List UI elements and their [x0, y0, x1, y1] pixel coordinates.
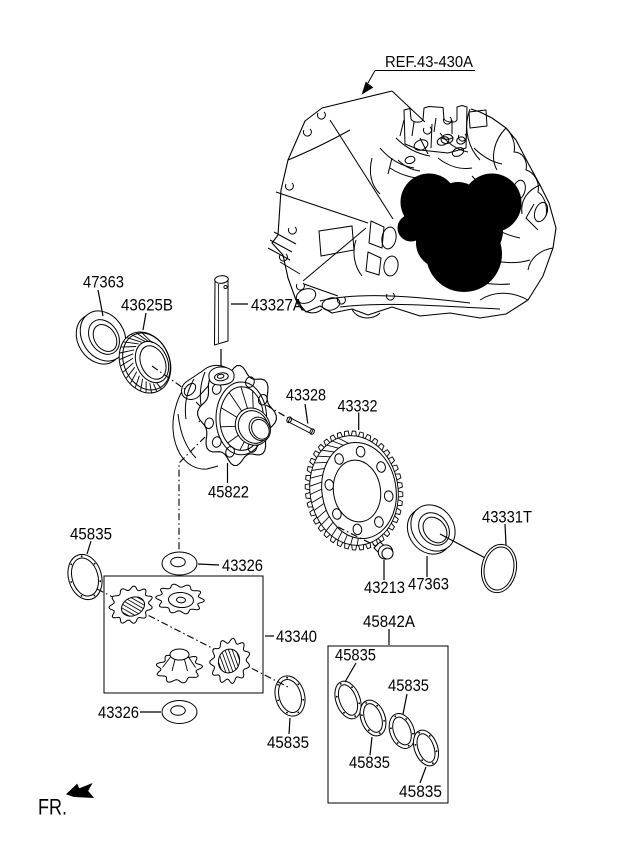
- svg-text:43332: 43332: [338, 397, 378, 416]
- svg-text:45835: 45835: [335, 646, 376, 665]
- svg-text:43340: 43340: [276, 627, 317, 646]
- svg-text:43326: 43326: [222, 556, 263, 575]
- svg-text:45842A: 45842A: [363, 612, 416, 631]
- svg-text:47363: 47363: [83, 273, 124, 292]
- svg-text:43331T: 43331T: [482, 508, 532, 527]
- svg-text:45835: 45835: [388, 676, 429, 695]
- svg-text:47363: 47363: [408, 575, 449, 594]
- svg-text:45835: 45835: [267, 733, 309, 752]
- svg-text:43213: 43213: [364, 578, 405, 597]
- svg-text:45835: 45835: [399, 782, 442, 801]
- svg-text:43327A: 43327A: [251, 296, 304, 315]
- svg-text:45835: 45835: [349, 753, 390, 772]
- svg-text:REF.43-430A: REF.43-430A: [385, 54, 474, 71]
- svg-text:45835: 45835: [70, 525, 112, 544]
- svg-text:43625B: 43625B: [121, 296, 173, 315]
- svg-text:FR.: FR.: [38, 795, 67, 820]
- svg-text:43326: 43326: [98, 703, 139, 722]
- svg-text:45822: 45822: [208, 483, 249, 502]
- svg-text:43328: 43328: [286, 386, 326, 405]
